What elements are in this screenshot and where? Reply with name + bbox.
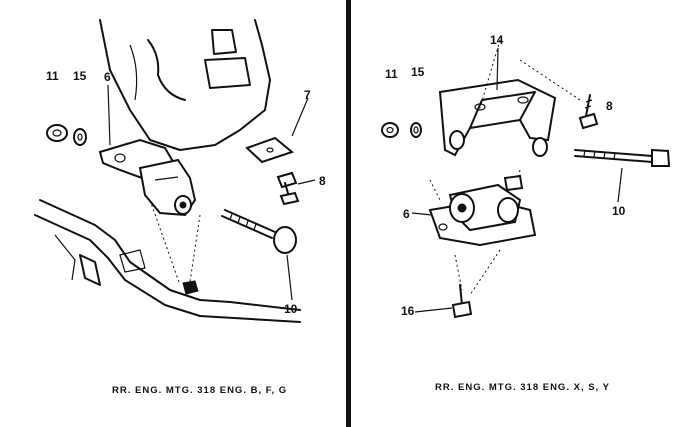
left-assembly bbox=[34, 19, 316, 323]
callout-10-left: 10 bbox=[284, 302, 298, 316]
washer-15-left bbox=[73, 128, 87, 146]
plate-7 bbox=[245, 136, 295, 164]
nut-11-right bbox=[381, 122, 399, 138]
callout-8-left: 8 bbox=[319, 174, 326, 188]
crossmember-14 bbox=[438, 78, 557, 157]
callout-11-left: 11 bbox=[46, 69, 59, 83]
washer-15-right bbox=[410, 122, 422, 138]
caption-right: RR. ENG. MTG. 318 ENG. X, S, Y bbox=[435, 382, 611, 393]
bolt-8-left bbox=[276, 171, 300, 206]
callout-15-right: 15 bbox=[411, 65, 425, 79]
callout-15-left: 15 bbox=[73, 69, 87, 83]
right-assembly bbox=[381, 39, 671, 319]
bolt-16 bbox=[451, 284, 473, 319]
callout-10-right: 10 bbox=[612, 204, 626, 218]
bolt-10-left bbox=[221, 209, 297, 254]
mount-6-right bbox=[428, 174, 537, 247]
callout-7: 7 bbox=[304, 88, 311, 102]
bolt-10-right bbox=[574, 148, 671, 167]
callout-6-left: 6 bbox=[104, 70, 111, 84]
callout-14: 14 bbox=[490, 33, 504, 47]
bolt-8-right bbox=[578, 94, 599, 130]
panel-divider bbox=[346, 0, 351, 427]
callout-8-right: 8 bbox=[606, 99, 613, 113]
caption-left: RR. ENG. MTG. 318 ENG. B, F, G bbox=[112, 385, 288, 396]
callout-11-right: 11 bbox=[385, 67, 398, 81]
nut-11-left bbox=[46, 124, 68, 142]
callout-6-right: 6 bbox=[403, 207, 410, 221]
callout-16: 16 bbox=[401, 304, 415, 318]
